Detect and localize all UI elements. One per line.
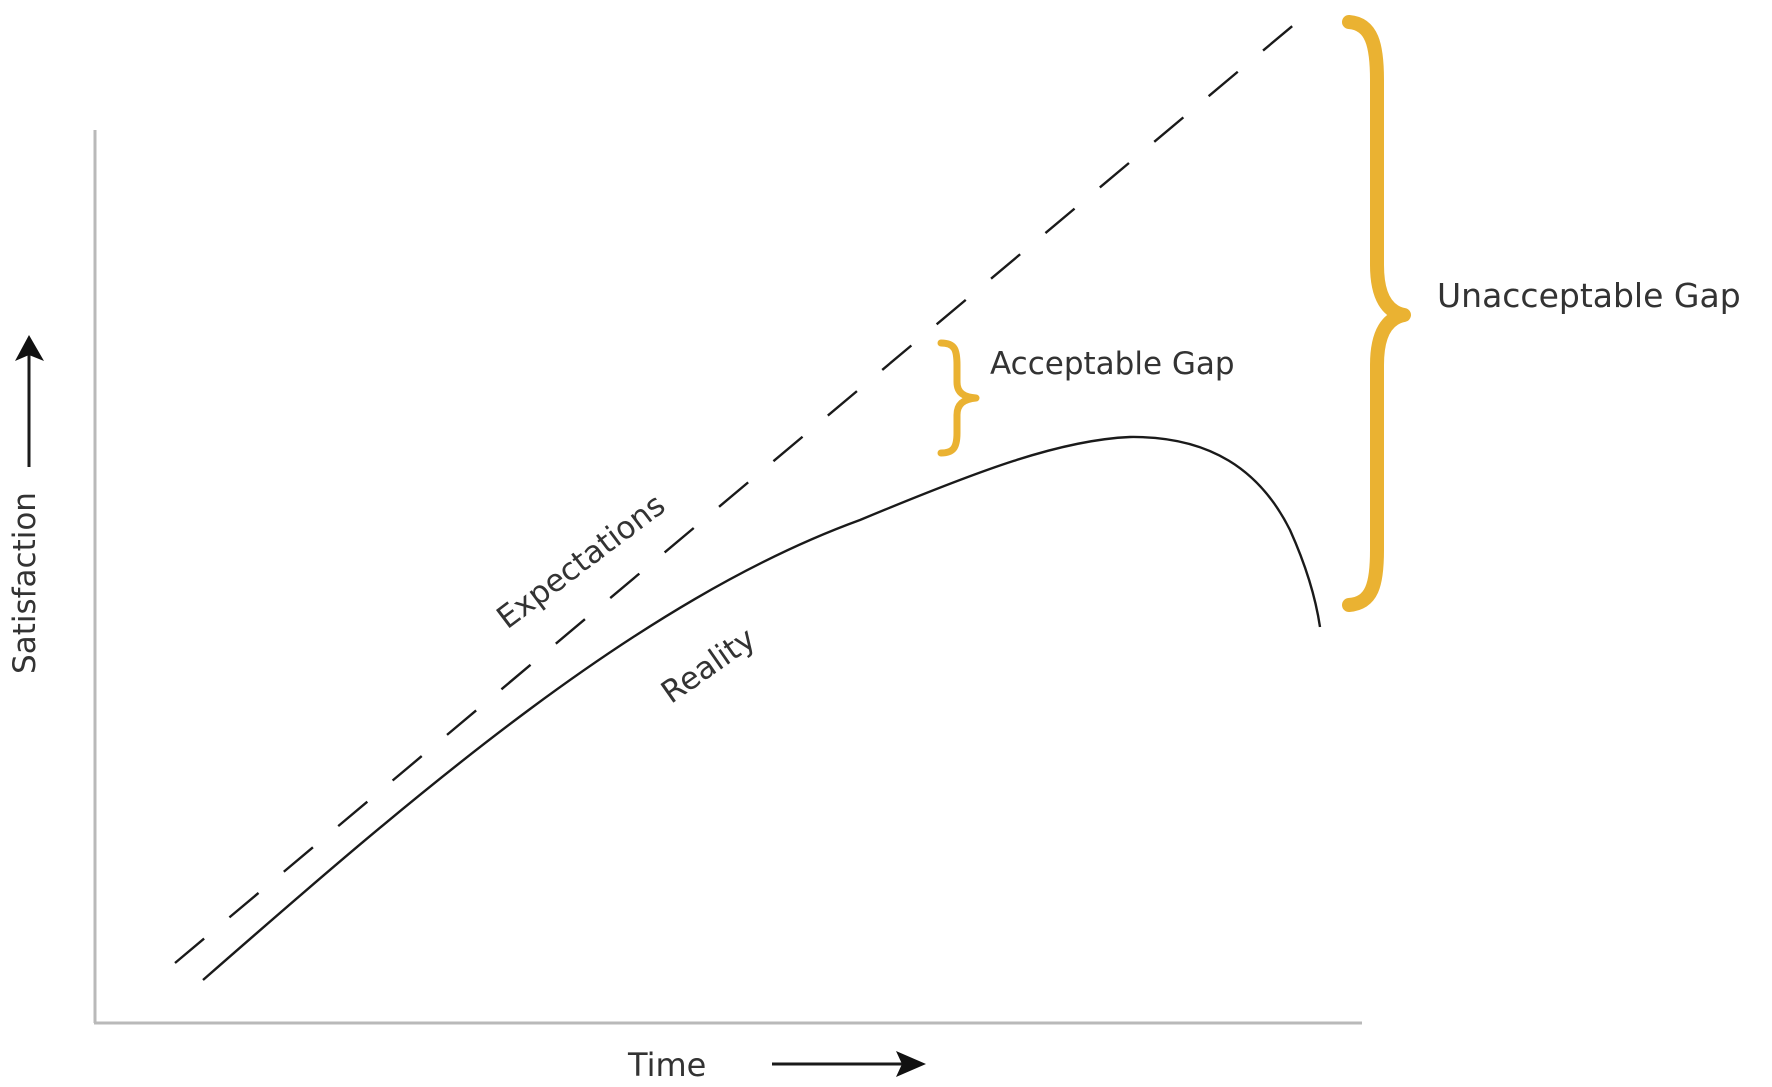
right-arrow-icon: [896, 1051, 926, 1077]
acceptable-gap-brace: [937, 339, 980, 457]
x-axis-label: Time: [627, 1046, 706, 1084]
unacceptable-gap-brace: [1342, 15, 1411, 612]
acceptable-gap-label: Acceptable Gap: [990, 346, 1235, 382]
reality-label: Reality: [655, 621, 762, 711]
up-arrow-icon: [15, 335, 44, 361]
reality-curve: [202, 435, 1322, 981]
y-axis-label: Satisfaction: [7, 492, 43, 674]
expectations-line: [174, 6, 1316, 964]
expectations-label: Expectations: [490, 487, 672, 636]
unacceptable-gap-label: Unacceptable Gap: [1437, 276, 1741, 315]
